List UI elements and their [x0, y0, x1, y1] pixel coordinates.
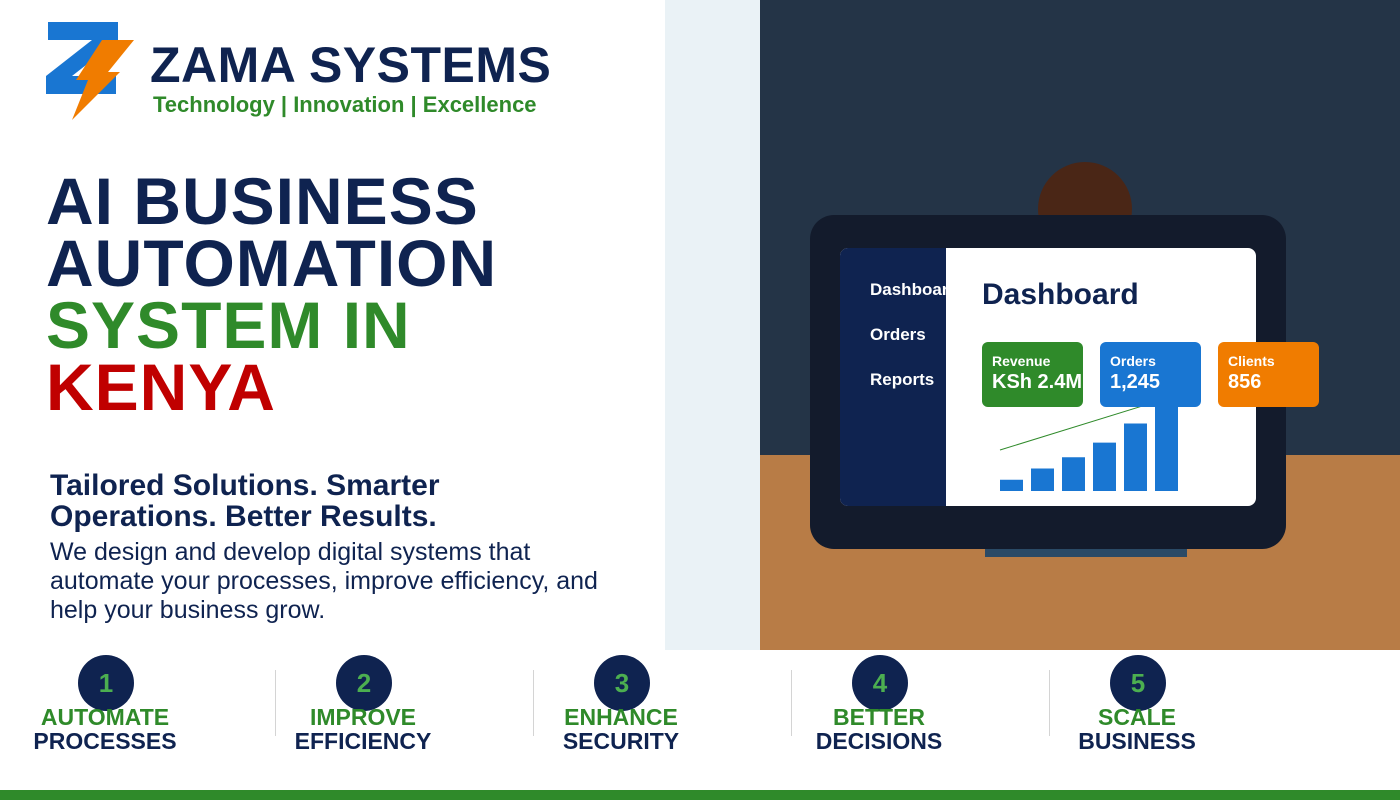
brand-tagline: Technology | Innovation | Excellence	[153, 92, 537, 117]
hero-line-1: AI BUSINESS	[46, 164, 479, 238]
feature-title-navy: SECURITY	[562, 728, 680, 754]
chart-bar	[1124, 423, 1147, 491]
feature-number-badge: 1	[78, 655, 134, 711]
feature-item: 4 BETTER DECISIONS	[749, 650, 1007, 790]
light-strip	[665, 0, 760, 650]
feature-number-badge: 4	[852, 655, 908, 711]
feature-title-green: AUTOMATE	[40, 704, 170, 730]
feature-title-green: SCALE	[1098, 704, 1176, 730]
description: We design and develop digital systems th…	[50, 538, 598, 624]
chart-bar	[1155, 401, 1178, 491]
feature-item: 5 SCALE BUSINESS	[1007, 650, 1265, 790]
sidebar-item-orders: Orders	[870, 325, 926, 344]
orders-card: Orders 1,245	[1100, 342, 1201, 407]
features-strip: 1 AUTOMATE PROCESSES 2 IMPROVE EFFICIENC…	[0, 650, 1400, 790]
screen-sidebar: Dashboard Orders Reports	[840, 248, 959, 506]
clients-card: Clients 856	[1218, 342, 1319, 407]
feature-divider	[275, 670, 276, 736]
feature-title-navy: EFFICIENCY	[294, 728, 432, 754]
feature-item: 2 IMPROVE EFFICIENCY	[233, 650, 491, 790]
feature-title-navy: DECISIONS	[815, 728, 943, 754]
feature-number-badge: 3	[594, 655, 650, 711]
feature-divider	[533, 670, 534, 736]
feature-title-green: BETTER	[833, 704, 925, 730]
feature-item: 3 ENHANCE SECURITY	[491, 650, 749, 790]
feature-title-navy: PROCESSES	[33, 728, 177, 754]
z-lightning-logo-icon	[44, 20, 136, 122]
revenue-card-label: Revenue	[992, 353, 1051, 369]
feature-title-green: ENHANCE	[564, 704, 678, 730]
feature-number-badge: 2	[336, 655, 392, 711]
chart-bar	[1062, 457, 1085, 491]
growth-bar-chart	[999, 398, 1178, 491]
feature-number-badge: 5	[1110, 655, 1166, 711]
chart-bar	[1031, 468, 1054, 491]
sidebar-item-dashboard: Dashboard	[870, 280, 959, 299]
sidebar-item-reports: Reports	[870, 370, 935, 389]
feature-item: 1 AUTOMATE PROCESSES	[0, 650, 233, 790]
dashboard-title: Dashboard	[982, 278, 1139, 311]
feature-divider	[1049, 670, 1050, 736]
feature-title-navy: BUSINESS	[1078, 728, 1196, 754]
hero-line-3: SYSTEM IN	[46, 288, 411, 362]
dashboard-illustration: Dashboard Orders Reports Dashboard Reven…	[760, 0, 1400, 650]
hero-line-2: AUTOMATION	[46, 226, 498, 300]
hero-headline: AI BUSINESS AUTOMATION SYSTEM IN KENYA	[46, 164, 498, 424]
footer-accent-bar	[0, 790, 1400, 800]
orders-card-value: 1,245	[1110, 371, 1161, 393]
revenue-card: Revenue KSh 2.4M	[982, 342, 1083, 407]
feature-title-green: IMPROVE	[309, 704, 417, 730]
chart-bar	[1000, 479, 1023, 491]
feature-divider	[791, 670, 792, 736]
revenue-card-value: KSh 2.4M	[992, 371, 1083, 393]
clients-card-value: 856	[1228, 371, 1262, 393]
clients-card-label: Clients	[1228, 353, 1275, 369]
chart-bar	[1093, 442, 1116, 491]
subheading: Tailored Solutions. Smarter Operations. …	[50, 469, 440, 533]
brand-name: ZAMA SYSTEMS	[150, 37, 552, 93]
orders-card-label: Orders	[1110, 353, 1156, 369]
hero-line-4: KENYA	[46, 350, 276, 424]
